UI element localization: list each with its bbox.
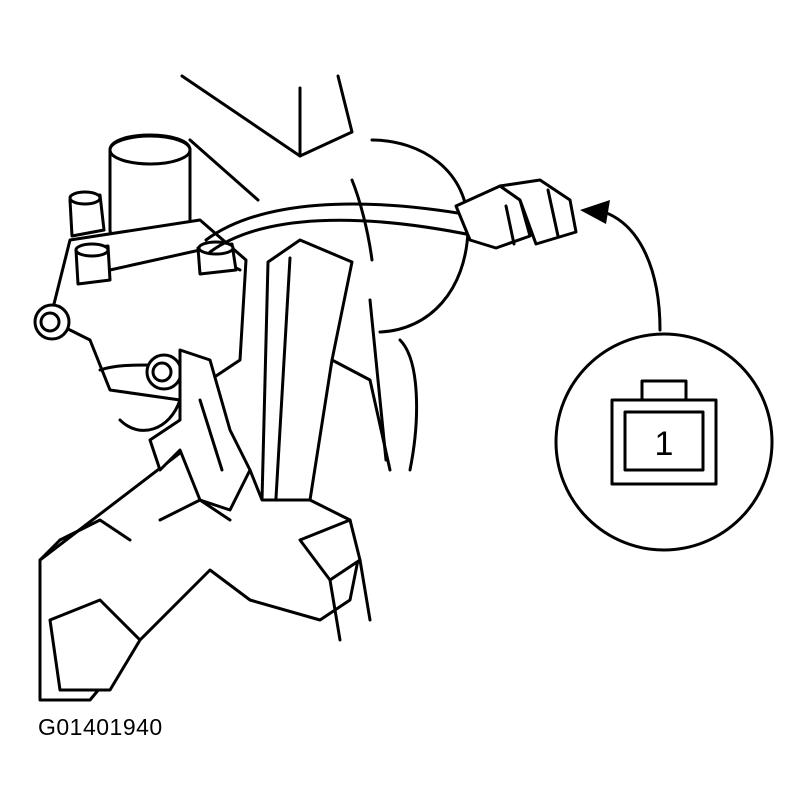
figure-id: G01401940 <box>38 714 163 740</box>
nut-left <box>33 303 71 341</box>
rear-housing <box>350 138 470 472</box>
bolt-mid-left <box>74 242 112 286</box>
nut-front <box>145 353 183 391</box>
electrical-connector <box>454 178 578 250</box>
vertical-stay <box>260 238 392 502</box>
bolt-top-left <box>68 190 106 238</box>
connector-pin-label: 1 <box>655 425 674 463</box>
arrow-head <box>580 200 610 224</box>
wire-harness <box>204 202 478 254</box>
connector-face-inner <box>623 410 705 472</box>
callout-arrow <box>580 200 662 332</box>
connector-detail-view: 1 <box>554 332 774 552</box>
background-bracket <box>180 74 354 202</box>
connector-latch <box>640 379 688 403</box>
mounting-bracket <box>148 348 252 512</box>
